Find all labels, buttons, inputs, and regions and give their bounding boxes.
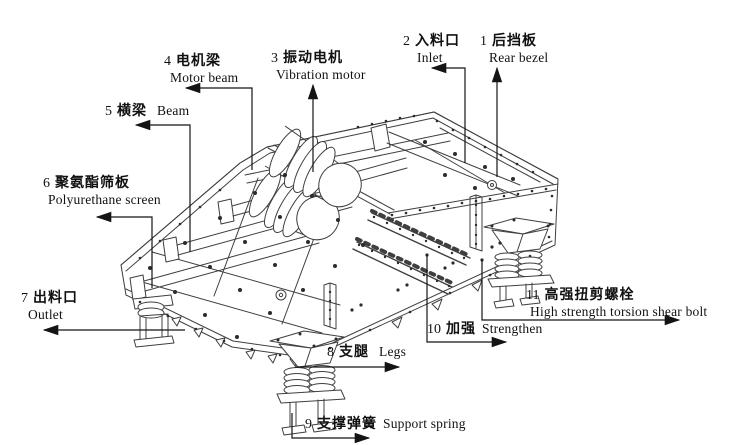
label-8-legs: 8 支腿 Legs <box>327 344 406 361</box>
channel-stiffeners <box>323 194 483 330</box>
label-4-number: 4 <box>164 54 171 69</box>
support-pedestal-right <box>483 217 555 309</box>
label-5-en: Beam <box>157 103 190 118</box>
label-9-number: 9 <box>305 417 312 432</box>
label-2-number: 2 <box>403 34 410 49</box>
label-8-en: Legs <box>379 344 407 359</box>
label-2-en: Inlet <box>417 49 443 65</box>
label-5-number: 5 <box>105 104 112 119</box>
label-8-zh: 支腿 <box>339 345 369 360</box>
rear-rim-b <box>388 189 557 220</box>
left-rim-inner <box>125 152 271 272</box>
leader-arrows <box>42 62 681 444</box>
top-ridge-outer <box>266 111 559 180</box>
rear-rim-a <box>387 183 559 214</box>
label-1-rear-bezel: 1 后挡板 Rear bezel <box>480 33 548 67</box>
leader-arrow-2 <box>430 62 466 163</box>
label-7-zh: 出料口 <box>33 291 78 306</box>
label-9-en: Support spring <box>383 416 466 431</box>
leader-arrow-4 <box>184 82 253 170</box>
label-4-zh: 电机梁 <box>176 54 221 69</box>
label-3-en: Vibration motor <box>276 66 366 82</box>
label-7-outlet: 7 出料口 Outlet <box>21 290 78 324</box>
label-2-zh: 入料口 <box>415 34 460 49</box>
label-6-polyurethane-screen: 6 聚氨酯筛板 Polyurethane screen <box>43 175 161 209</box>
label-9-zh: 支撑弹簧 <box>317 417 377 432</box>
label-1-zh: 后挡板 <box>492 34 537 49</box>
label-7-number: 7 <box>21 291 28 306</box>
label-7-en: Outlet <box>28 306 63 322</box>
bolts <box>138 114 554 357</box>
label-5-zh: 横梁 <box>117 104 147 119</box>
label-11-en: High strength torsion shear bolt <box>530 303 708 319</box>
label-11-shear-bolt: 11 高强扭剪螺栓 High strength torsion shear bol… <box>526 287 707 321</box>
label-1-number: 1 <box>480 34 487 49</box>
leader-arrow-5 <box>134 119 191 252</box>
strengthen-strips <box>352 209 471 295</box>
label-6-en: Polyurethane screen <box>48 191 161 207</box>
label-11-number: 11 <box>526 288 540 303</box>
leader-arrow-6 <box>95 211 153 288</box>
leader-arrow-9 <box>291 413 371 444</box>
label-5-beam: 5 横梁 Beam <box>105 103 189 120</box>
label-6-number: 6 <box>43 176 50 191</box>
support-pedestal-center <box>269 330 346 436</box>
label-3-zh: 振动电机 <box>283 51 343 66</box>
leader-arrow-10 <box>426 255 508 348</box>
left-rim-outer <box>120 146 268 266</box>
label-10-strengthen: 10 加强 Strengthen <box>427 321 543 338</box>
label-3-vibration-motor: 3 振动电机 Vibration motor <box>271 50 366 84</box>
label-10-number: 10 <box>427 322 441 337</box>
label-2-inlet: 2 入料口 Inlet <box>403 33 460 67</box>
label-9-support-spring: 9 支撑弹簧 Support spring <box>305 416 466 433</box>
leader-arrow-11 <box>481 260 681 326</box>
label-1-en: Rear bezel <box>489 49 549 65</box>
lifting-lugs <box>275 180 497 301</box>
vibration-motor-2 <box>248 165 340 241</box>
label-10-en: Strengthen <box>482 321 543 336</box>
vibration-motor-1 <box>268 125 362 208</box>
label-8-number: 8 <box>327 345 334 360</box>
label-4-en: Motor beam <box>170 69 239 85</box>
label-11-zh: 高强扭剪螺栓 <box>544 288 635 303</box>
vibrating-screen-body <box>120 111 559 436</box>
label-4-motor-beam: 4 电机梁 Motor beam <box>164 53 238 87</box>
label-10-zh: 加强 <box>446 322 476 337</box>
label-6-zh: 聚氨酯筛板 <box>55 176 130 191</box>
label-3-number: 3 <box>271 51 278 66</box>
